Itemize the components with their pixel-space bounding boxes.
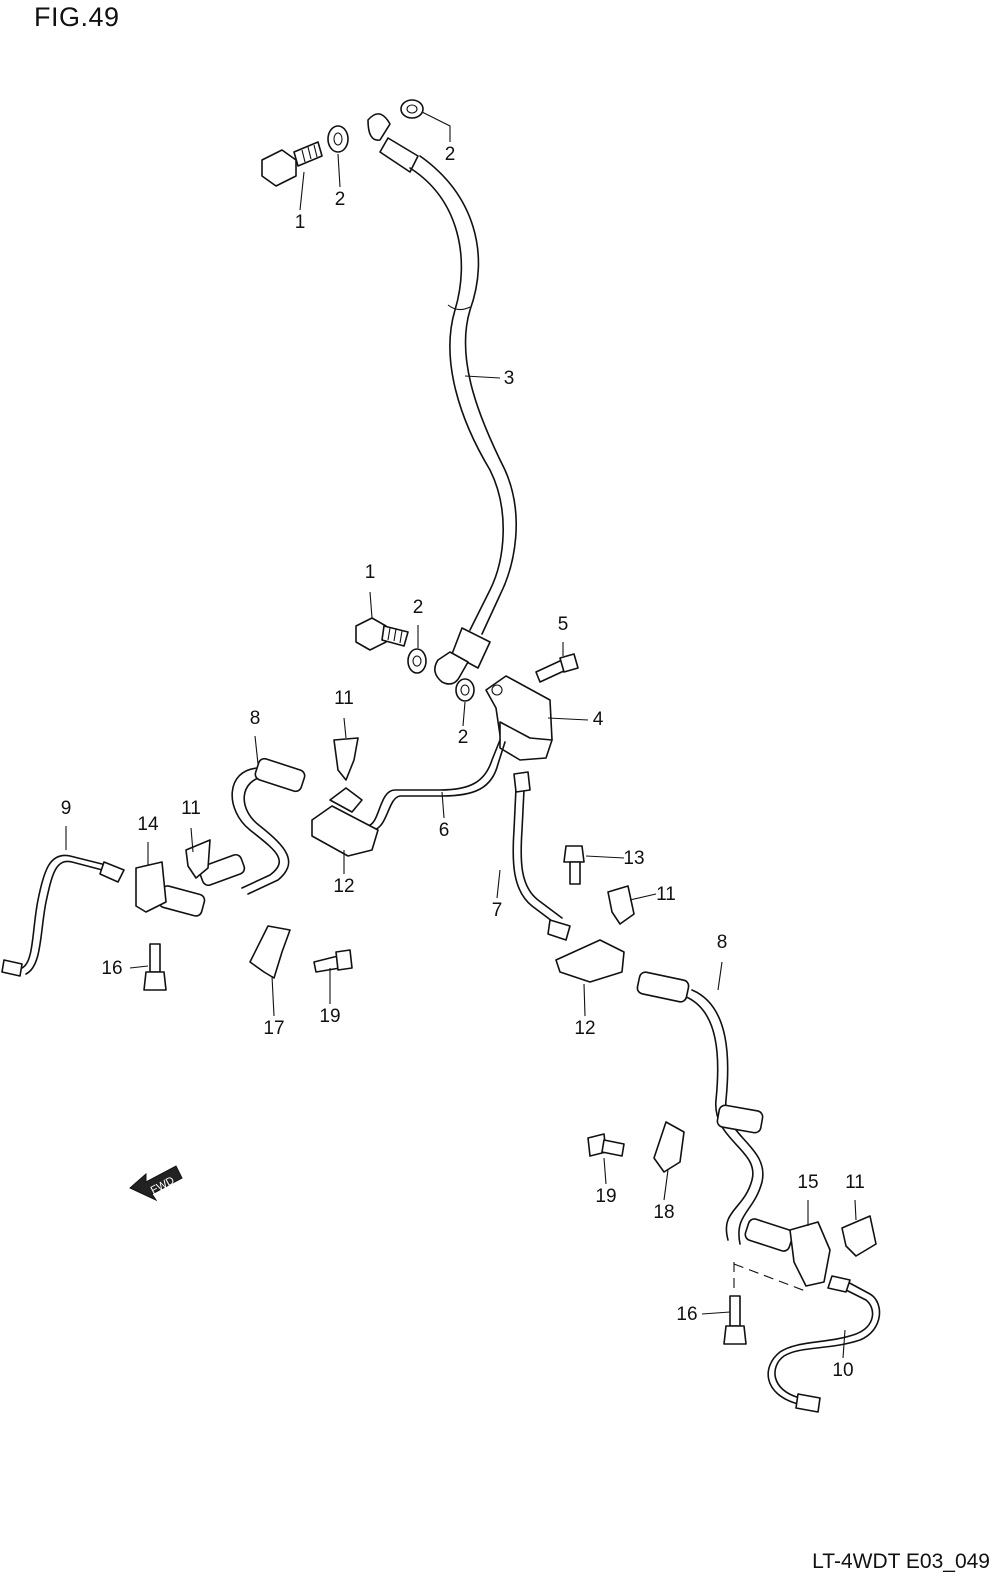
part-callout-11: 11 <box>845 1172 865 1193</box>
washer-lower <box>455 678 475 702</box>
part-callout-6: 6 <box>439 820 450 841</box>
bolt-16-left <box>143 943 167 991</box>
part-callout-11: 11 <box>181 798 201 819</box>
brake-pipe-6 <box>369 739 501 826</box>
part-callout-19: 19 <box>319 1006 340 1027</box>
washer-middle <box>407 648 427 674</box>
part-callout-12: 12 <box>574 1018 595 1039</box>
figure-code: LT-4WDT E03_049 <box>812 1550 990 1573</box>
brake-pipe-9 <box>21 854 111 969</box>
part-callout-8: 8 <box>717 932 728 953</box>
leader-line <box>464 375 501 379</box>
clip-11-lower-right <box>841 1215 877 1257</box>
washer-top-right <box>400 99 424 119</box>
brake-hose-8-left <box>158 757 306 917</box>
part-callout-3: 3 <box>504 368 515 389</box>
part-callout-16: 16 <box>676 1304 697 1325</box>
part-callout-19: 19 <box>595 1186 616 1207</box>
part-callout-5: 5 <box>558 614 569 635</box>
part-callout-10: 10 <box>832 1360 853 1381</box>
leader-line <box>583 983 586 1017</box>
part-callout-9: 9 <box>61 798 72 819</box>
union-bolt-top <box>261 141 323 187</box>
leader-line <box>369 591 373 619</box>
brake-pipe-10 <box>774 1279 881 1399</box>
part-callout-16: 16 <box>101 958 122 979</box>
callout-layer: 1223125248116129141116171971311812191815… <box>61 111 865 1381</box>
part-callout-7: 7 <box>492 900 503 921</box>
leader-line <box>299 171 305 211</box>
part-callout-17: 17 <box>263 1018 284 1039</box>
leader-line <box>343 717 347 739</box>
leader-line <box>854 1199 857 1221</box>
bolt-19-left <box>313 949 353 973</box>
part-callout-13: 13 <box>623 848 644 869</box>
part-callout-12: 12 <box>333 876 354 897</box>
leader-line <box>663 1169 669 1201</box>
part-callout-2: 2 <box>413 597 424 618</box>
bolt-16-right <box>723 1295 747 1345</box>
brake-hose-8-right <box>636 971 794 1252</box>
clip-11-top <box>333 737 359 781</box>
part-callout-2: 2 <box>335 189 346 210</box>
leader-line <box>585 855 625 859</box>
clamp-17 <box>249 925 291 979</box>
leader-line <box>701 1311 731 1315</box>
leader-line <box>441 791 445 819</box>
leader-line <box>421 111 451 142</box>
leader-line <box>337 153 341 188</box>
part-callout-2: 2 <box>458 727 469 748</box>
washer-top-left <box>327 125 349 153</box>
leader-line <box>254 735 259 765</box>
brake-joint <box>485 675 553 761</box>
bolt-5 <box>535 653 579 683</box>
part-callout-15: 15 <box>797 1172 818 1193</box>
leader-line <box>496 869 501 899</box>
figure-title: FIG.49 <box>34 2 120 32</box>
bolt-19-right <box>587 1133 625 1157</box>
bracket-12-right <box>555 939 625 983</box>
part-callout-11: 11 <box>334 688 354 709</box>
leader-line <box>547 717 589 721</box>
bolt-13 <box>563 845 585 885</box>
leader-line <box>190 827 194 853</box>
part-callout-2: 2 <box>445 144 456 165</box>
leader-line <box>271 975 275 1017</box>
leader-line <box>129 965 149 969</box>
forward-arrow-icon: FWD <box>129 1165 183 1202</box>
leader-line <box>717 961 723 991</box>
brake-hose-main <box>367 113 517 685</box>
part-callout-14: 14 <box>137 814 159 835</box>
part-callout-11: 11 <box>656 884 676 905</box>
brake-pipe-7 <box>512 787 557 925</box>
union-bolt-middle <box>355 617 409 651</box>
clip-11-left <box>185 839 211 879</box>
clamp-18 <box>653 1121 685 1173</box>
part-callout-8: 8 <box>250 708 261 729</box>
part-callout-4: 4 <box>593 709 604 730</box>
part-callout-1: 1 <box>365 562 376 583</box>
bracket-14 <box>135 861 167 913</box>
leader-line <box>462 701 466 727</box>
joint-15 <box>789 1221 831 1287</box>
bracket-12-left <box>311 787 379 857</box>
leader-line <box>629 893 657 901</box>
part-callout-1: 1 <box>295 212 306 233</box>
part-callout-18: 18 <box>653 1202 674 1223</box>
leader-line <box>603 1157 607 1185</box>
clip-11-right <box>607 885 635 925</box>
leader-line <box>842 1329 846 1359</box>
